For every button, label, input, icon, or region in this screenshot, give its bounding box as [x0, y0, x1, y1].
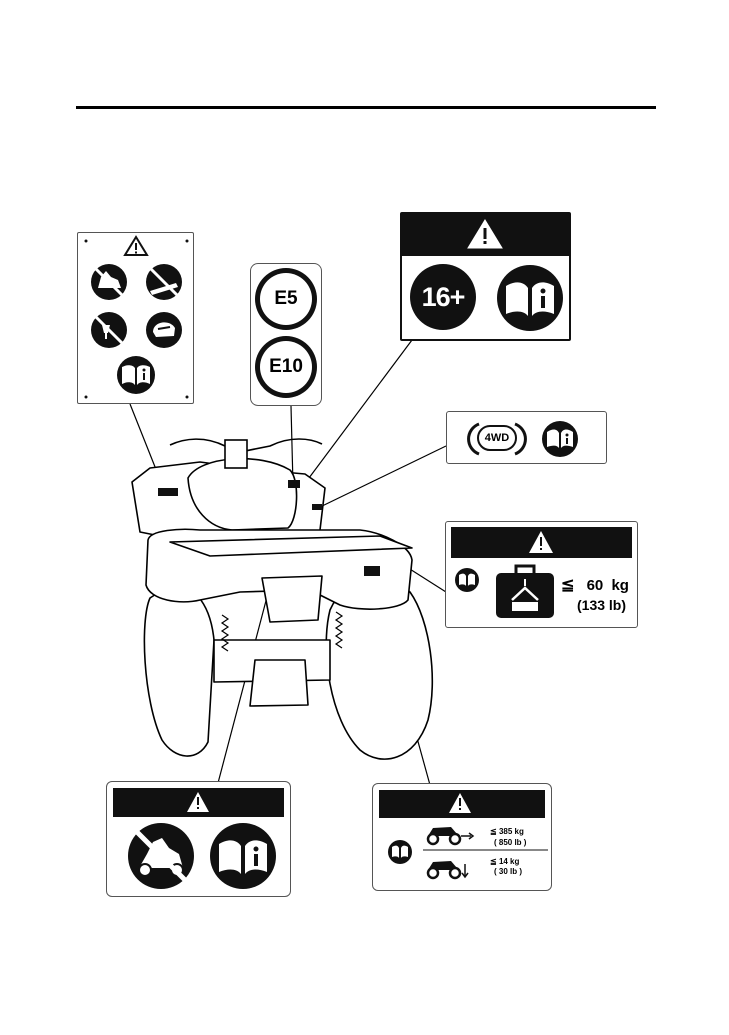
rear-rack-load-number: 60 — [587, 577, 604, 594]
warning-triangle-icon — [125, 237, 147, 255]
no-passenger-label — [106, 781, 291, 897]
owners-manual-icon — [455, 568, 479, 592]
towing-capacity-value: ≦ 385 kg — [490, 827, 524, 836]
fuel-label: E5 E10 — [250, 263, 322, 406]
no-drugs-alcohol-icon — [91, 312, 127, 348]
rear-rack-load-label: ≦ 60 kg (133 lb) — [445, 521, 638, 628]
towing-capacity-number: 385 kg — [499, 827, 524, 836]
le-symbol: ≦ — [490, 827, 497, 836]
towing-label: ≦ 385 kg ( 850 lb ) ≦ 14 kg ( 30 lb ) — [372, 783, 552, 891]
le-symbol: ≦ — [561, 577, 574, 594]
atv-towing-icon — [428, 827, 473, 844]
warning-triangle-icon — [529, 531, 553, 553]
rear-rack-load-alt: (133 lb) — [577, 597, 626, 613]
warning-label-general — [77, 232, 194, 404]
owners-manual-icon — [117, 356, 155, 394]
age-16-plus-text: 16+ — [422, 282, 465, 313]
age-warning-label: 16+ — [400, 212, 571, 341]
fuel-e5-circle: E5 — [255, 268, 317, 330]
fourwd-label: 4WD — [446, 411, 607, 464]
towing-capacity-alt: ( 850 lb ) — [494, 838, 526, 847]
owners-manual-icon — [542, 421, 578, 457]
cargo-weight-icon — [496, 566, 554, 618]
tongue-weight-value: ≦ 14 kg — [490, 857, 519, 866]
fourwd-text: 4WD — [485, 432, 509, 444]
warning-triangle-icon — [449, 793, 471, 813]
rear-rack-load-value: ≦ 60 kg — [561, 575, 629, 595]
fourwd-badge: 4WD — [477, 425, 517, 451]
age-16-plus-circle: 16+ — [410, 264, 476, 330]
owners-manual-icon — [210, 823, 276, 889]
owners-manual-icon — [388, 840, 412, 864]
warning-triangle-icon — [187, 792, 209, 812]
helmet-gear-icon — [146, 312, 182, 348]
le-symbol: ≦ — [490, 857, 497, 866]
fuel-e5-text: E5 — [274, 288, 297, 310]
tongue-weight-alt: ( 30 lb ) — [494, 867, 522, 876]
no-passenger-icon — [91, 264, 127, 300]
no-paved-road-icon — [146, 264, 182, 300]
warning-triangle-icon — [468, 220, 502, 248]
no-passenger-icon — [128, 823, 194, 889]
atv-tongue-weight-icon — [428, 861, 468, 878]
fuel-e10-circle: E10 — [255, 336, 317, 398]
tongue-weight-number: 14 kg — [499, 857, 519, 866]
owners-manual-icon — [497, 265, 563, 331]
fuel-e10-text: E10 — [269, 356, 303, 378]
rear-rack-load-unit: kg — [611, 577, 629, 594]
